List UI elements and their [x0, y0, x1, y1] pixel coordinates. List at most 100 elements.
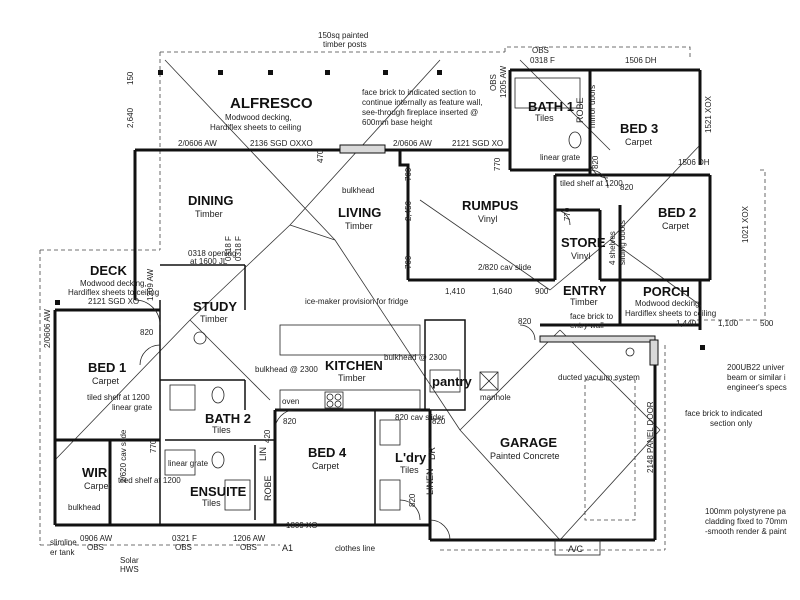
- opening-sub-note: at 1600 JL: [190, 257, 228, 266]
- alfresco-note1: Modwood decking,: [225, 113, 292, 122]
- polystyrene-note3: -smooth render & paint: [705, 527, 787, 536]
- dim-w1206: 1206 AW: [233, 534, 266, 543]
- entry-label: ENTRY: [563, 283, 607, 298]
- kitchen-label: KITCHEN: [325, 358, 383, 373]
- dim-dh1506a: 1506 DH: [625, 56, 657, 65]
- door-swings: [134, 159, 609, 541]
- dim-d470: 470: [316, 149, 325, 163]
- dim-900: 900: [535, 287, 549, 296]
- bed4-label: BED 4: [308, 445, 347, 460]
- dim-2450: 2,450: [404, 200, 413, 221]
- dim-1100: 1,100: [718, 319, 739, 328]
- dim-820b: 820: [620, 183, 634, 192]
- bed3-floor: Carpet: [625, 137, 653, 147]
- bed2-label: BED 2: [658, 205, 696, 220]
- dim-820g: 820: [408, 493, 417, 507]
- tiled-shelf-bed1: tiled shelf at 1200: [87, 393, 150, 402]
- dim-700a: 700: [404, 167, 413, 181]
- store-label: STORE: [561, 235, 606, 250]
- dim-w0318: 0318 F: [530, 56, 555, 65]
- dim-1440: 1,440: [676, 319, 697, 328]
- ub-beam-note3: engineer's specs: [727, 383, 787, 392]
- bulkhead-right-note: bulkhead @ 2300: [384, 353, 447, 362]
- alfresco-note2: Hardiflex sheets to ceiling: [210, 123, 301, 132]
- dim-obs-b3: OBS: [240, 543, 257, 552]
- face-brick-entry-note2: entry wall: [570, 321, 604, 330]
- dim-w1205: 1205 AW: [499, 65, 508, 98]
- rumpus-label: RUMPUS: [462, 198, 519, 213]
- porch-note2: Hardiflex sheets to ceiling: [625, 309, 716, 318]
- dining-label: DINING: [188, 193, 234, 208]
- dim-w0318b: 0318 F: [224, 236, 233, 261]
- living-floor: Timber: [345, 221, 373, 231]
- dim-820c: 820: [140, 328, 154, 337]
- cav-slider-ldry: 820 cav slider: [395, 413, 445, 422]
- dim-820d: 820: [283, 417, 297, 426]
- polystyrene-note2: cladding fixed to 70mm: [705, 517, 788, 526]
- ub-beam-note2: beam or similar i: [727, 373, 786, 382]
- dim-w1209: 1209 AW: [146, 268, 155, 301]
- ac-label: A/C: [568, 544, 584, 554]
- bed1-floor: Carpet: [92, 376, 120, 386]
- opening-note: 0318 opening: [188, 249, 237, 258]
- dim-xox1521: 1521 XOX: [704, 95, 713, 133]
- bath2-label: BATH 2: [205, 411, 251, 426]
- dim-xox1021: 1021 XOX: [741, 205, 750, 243]
- feature-walls: [339, 144, 659, 366]
- dim-820f: 820: [432, 417, 446, 426]
- dim-150: 150: [126, 71, 135, 85]
- dim-obs-top: OBS: [532, 46, 549, 55]
- dim-w0906: 0906 AW: [80, 534, 113, 543]
- linear-grate-bath1: linear grate: [540, 153, 581, 162]
- dim-1410: 1,410: [445, 287, 466, 296]
- bed2-floor: Carpet: [662, 221, 690, 231]
- dim-770a: 770: [493, 157, 502, 171]
- ensuite-floor: Tiles: [202, 498, 221, 508]
- tiled-shelf-bath1: tiled shelf at 1200: [560, 179, 623, 188]
- deck-label: DECK: [90, 263, 127, 278]
- ldry-label: L'dry: [395, 450, 427, 465]
- dim-obs-side: OBS: [489, 74, 498, 91]
- study-label: STUDY: [193, 299, 237, 314]
- sliding-note: sliding doors: [618, 220, 627, 265]
- porch-note1: Modwood decking,: [635, 299, 702, 308]
- dim-770b: 770: [563, 207, 572, 221]
- dim-1640: 1,640: [492, 287, 513, 296]
- slimline-note1: slimline: [50, 538, 77, 547]
- dr-label: DR: [427, 447, 437, 460]
- study-floor: Timber: [200, 314, 228, 324]
- shelves-note: 4 shelves: [608, 231, 617, 265]
- dim-w2121b: 2121 SGD XO: [88, 297, 139, 306]
- linen-label: LINEN: [425, 468, 435, 495]
- dim-500: 500: [760, 319, 774, 328]
- polystyrene-note1: 100mm polystyrene pa: [705, 507, 786, 516]
- deck-note2: Hardiflex sheets to ceiling: [68, 288, 159, 297]
- robe-label: ROBE: [263, 475, 273, 501]
- porch-label: PORCH: [643, 284, 690, 299]
- face-brick-note1: face brick to indicated section to: [362, 88, 476, 97]
- dim-obs-b2: OBS: [175, 543, 192, 552]
- dim-dh1506b: 1506 DH: [678, 158, 710, 167]
- face-brick-sec-note2: section only: [710, 419, 752, 428]
- section-a1-label: A1: [282, 543, 293, 553]
- tiled-shelf-ensuite: tiled shelf at 1200: [118, 476, 181, 485]
- cav-slide-rumpus: 2/820 cav slide: [478, 263, 532, 272]
- bulkhead-note: bulkhead: [342, 186, 374, 195]
- bed3-label: BED 3: [620, 121, 658, 136]
- bulkhead-left-note: bulkhead @ 2300: [255, 365, 318, 374]
- icemaker-note: ice-maker provision for fridge: [305, 297, 409, 306]
- panel-door-note: 2148 PANEL DOOR: [646, 401, 655, 473]
- dim-700b: 700: [404, 255, 413, 269]
- dining-floor: Timber: [195, 209, 223, 219]
- ldry-floor: Tiles: [400, 465, 419, 475]
- dim-obs-b1: OBS: [87, 543, 104, 552]
- alfresco-label: ALFRESCO: [230, 95, 313, 112]
- deck-note1: Modwood decking,: [80, 279, 147, 288]
- clothes-line-note: clothes line: [335, 544, 376, 553]
- dim-w0606b: 2/0606 AW: [393, 139, 432, 148]
- dim-w0606c: 2/0606 AW: [43, 309, 52, 348]
- bath2-floor: Tiles: [212, 425, 231, 435]
- rumpus-floor: Vinyl: [478, 214, 497, 224]
- manhole-label: manhole: [480, 393, 511, 402]
